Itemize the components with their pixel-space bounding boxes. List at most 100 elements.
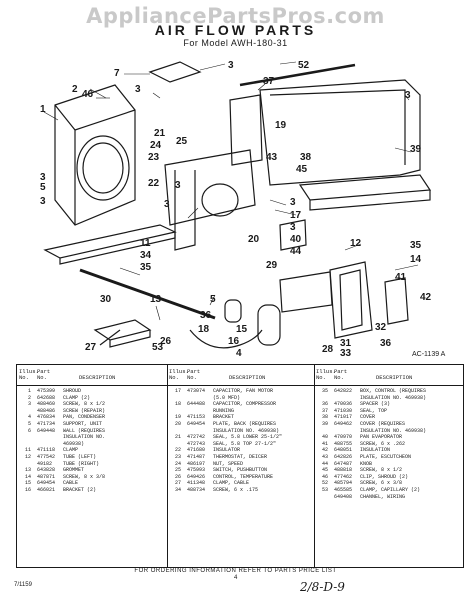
column-header: Illus. No. Part No. DESCRIPTION (314, 367, 463, 386)
description-cell: CONTROL, TEMPERATURE (213, 473, 274, 480)
callout: 1 (40, 104, 46, 115)
callout: 24 (150, 140, 162, 151)
callout: 3 (228, 60, 234, 71)
callout: 46 (82, 89, 94, 100)
callout: 15 (236, 324, 248, 335)
part-no-cell: 488755 (334, 440, 353, 447)
part-no-cell: 642688 (37, 394, 56, 401)
center-wall-part (164, 149, 256, 226)
header-illus-no: Illus. No. (19, 368, 39, 381)
callout: 53 (152, 342, 164, 353)
part-no-cell: 649454 (187, 420, 206, 427)
control-panel-part (279, 271, 333, 313)
part-no-cell: 642822 (334, 388, 353, 394)
callout: 44 (290, 246, 302, 257)
description-cell: RUNNING (213, 407, 235, 414)
callout: 36 (380, 338, 392, 349)
illus-no-cell: 12 (24, 453, 31, 460)
description-cell: 469938) (63, 440, 85, 447)
illus-no-cell: 36 (321, 401, 328, 408)
description-cell: TUBE (RIGHT) (63, 460, 100, 467)
callout: 45 (296, 164, 308, 175)
description-cell: SCREW (REPAIR) (63, 407, 106, 414)
illus-no-cell: 23 (174, 453, 181, 460)
part-no-cell: 649426 (187, 473, 206, 480)
illus-no-cell: 46 (321, 473, 328, 480)
table-row: INSULATION NO. 469938) (169, 428, 312, 435)
header-part-no: Part No. (187, 368, 201, 381)
description-cell: SUPPORT, UNIT (63, 420, 103, 427)
description-cell: WALL (REQUIRES (63, 427, 106, 434)
control-box-part (329, 261, 373, 339)
shroud-face (54, 104, 76, 225)
part-no-cell: 475993 (187, 467, 206, 474)
part-no-cell: 485794 (334, 480, 353, 487)
illus-no-cell: 3 (27, 401, 31, 408)
part-no-cell: 488734 (187, 486, 206, 493)
cover-part (259, 79, 421, 186)
header-part-no: Part No. (334, 368, 348, 381)
description-cell: CLAMP (63, 447, 79, 454)
description-cell: KNOB (360, 460, 373, 467)
callout: 42 (420, 292, 432, 303)
description-cell: CLIP, SHROUD (2) (360, 473, 409, 480)
description-cell: CLAMP (2) (63, 394, 91, 401)
description-cell: TUBE (LEFT) (63, 453, 97, 460)
callout: 40 (290, 234, 302, 245)
bracket-part (93, 319, 152, 341)
callout: 5 (210, 294, 216, 305)
part-no-cell: 466021 (37, 486, 56, 493)
description-cell: COVER (360, 414, 376, 421)
callout: 20 (248, 234, 260, 245)
part-no-cell: 649408 (334, 493, 353, 500)
illus-no-cell: 53 (321, 486, 328, 493)
illus-no-cell: 4 (27, 414, 31, 421)
callout: 35 (140, 262, 152, 273)
illus-no-cell: 37 (321, 407, 328, 414)
part-no-cell: 488818 (334, 467, 353, 474)
table-row: RUNNING (169, 408, 312, 415)
part-no-cell: 471017 (334, 414, 353, 421)
illus-no-cell: 2 (27, 394, 31, 401)
callout: 32 (375, 322, 387, 333)
callout: 52 (298, 60, 310, 71)
illus-no-cell: 15 (24, 480, 31, 487)
callout: 28 (322, 344, 334, 355)
capacitor-part (257, 304, 281, 346)
illus-no-cell: 14 (24, 473, 31, 480)
callout: 3 (175, 180, 181, 191)
illus-no-cell: 25 (174, 467, 181, 474)
part-no-cell: 472742 (187, 434, 206, 441)
part-no-cell: 476834 (37, 414, 56, 421)
description-cell: CLAMP, CAPILLARY (2) (360, 486, 421, 493)
description-cell: BOX, CONTROL (REQUIRES (360, 388, 427, 394)
part-no-cell: 470970 (334, 434, 353, 441)
callout: 3 (40, 172, 46, 183)
part-no-cell: 647487 (334, 460, 353, 467)
illus-no-cell: 52 (321, 480, 328, 487)
illus-no-cell: 20 (174, 420, 181, 427)
part-no-cell: 488486 (37, 407, 56, 414)
